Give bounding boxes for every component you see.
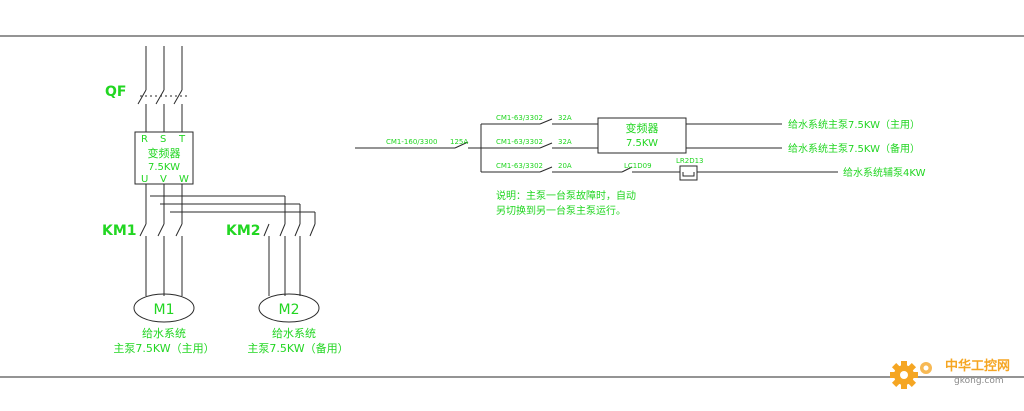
watermark-cn: 中华工控网	[945, 358, 1010, 374]
vfd-output-wires	[145, 184, 316, 224]
watermark-url: gkong.com	[954, 376, 1004, 386]
vfd-phase-s: S	[160, 134, 166, 145]
vfd-power: 7.5KW	[148, 162, 180, 173]
branch-3-breaker: CM1-63/3302	[496, 162, 543, 170]
main-breaker-label: CM1-160/3300	[386, 138, 437, 146]
power-circuit: QF R S T 变频器 7.5KW U V W	[102, 46, 349, 355]
gkong-watermark: 中华工控网 gkong.com	[890, 358, 1010, 389]
incoming-lines	[145, 46, 183, 90]
vfd-name: 变频器	[148, 146, 181, 160]
m2-caption-line2: 主泵7.5KW（备用）	[247, 341, 348, 355]
main-breaker-rating: 125A	[450, 138, 468, 146]
branch-1-breaker: CM1-63/3302	[496, 114, 543, 122]
vfd-phase-v: V	[160, 174, 167, 185]
note-line2: 另切换到另一台泵主泵运行。	[496, 204, 626, 217]
vfd-phase-u: U	[141, 174, 148, 185]
branch-3-contact	[539, 166, 553, 173]
branch-1-rating: 32A	[558, 114, 572, 122]
gear-icon	[890, 361, 918, 389]
vfd-box-right	[597, 117, 687, 154]
qf-breaker-contacts	[137, 89, 188, 132]
branch-3-rating: 20A	[558, 162, 572, 170]
km1-contacts	[139, 223, 183, 296]
branch-1-contact	[539, 118, 553, 125]
branch-2-rating: 32A	[558, 138, 572, 146]
vfd-phase-r: R	[141, 134, 148, 145]
output-3-label: 给水系统辅泵4KW	[843, 166, 926, 179]
contactor-contact	[621, 166, 633, 173]
output-1-label: 给水系统主泵7.5KW（主用）	[788, 118, 920, 131]
vfd-right-power: 7.5KW	[626, 138, 658, 149]
qf-label: QF	[105, 84, 126, 100]
m1-caption-line2: 主泵7.5KW（主用）	[113, 342, 214, 355]
vfd-phase-w: W	[179, 174, 189, 185]
km2-label: KM2	[226, 223, 261, 239]
m2-label: M2	[279, 302, 300, 318]
single-line-diagram: CM1-160/3300 125A CM1-63/3302 32A CM1-63…	[355, 114, 926, 217]
relay-label: LR2D13	[676, 157, 704, 165]
vfd-right-name: 变频器	[626, 121, 659, 135]
note-line1: 说明：主泵一台泵故障时，自动	[496, 189, 636, 202]
small-gear-icon	[920, 362, 932, 374]
km1-label: KM1	[102, 223, 137, 239]
m1-caption-line1: 给水系统	[142, 327, 186, 340]
vfd-phase-t: T	[178, 134, 186, 145]
thermal-relay-element	[682, 172, 695, 177]
m2-caption-line1: 给水系统	[272, 327, 316, 340]
m2-motor-symbol	[258, 293, 320, 323]
branch-2-breaker: CM1-63/3302	[496, 138, 543, 146]
output-2-label: 给水系统主泵7.5KW（备用）	[788, 142, 920, 155]
km2-contacts	[263, 223, 316, 296]
m1-label: M1	[154, 302, 175, 318]
contactor-label: LC1D09	[624, 162, 652, 170]
thermal-relay-box	[679, 165, 698, 181]
main-breaker-contact	[454, 141, 469, 149]
m1-motor-symbol	[133, 293, 195, 323]
branch-2-contact	[539, 142, 553, 149]
